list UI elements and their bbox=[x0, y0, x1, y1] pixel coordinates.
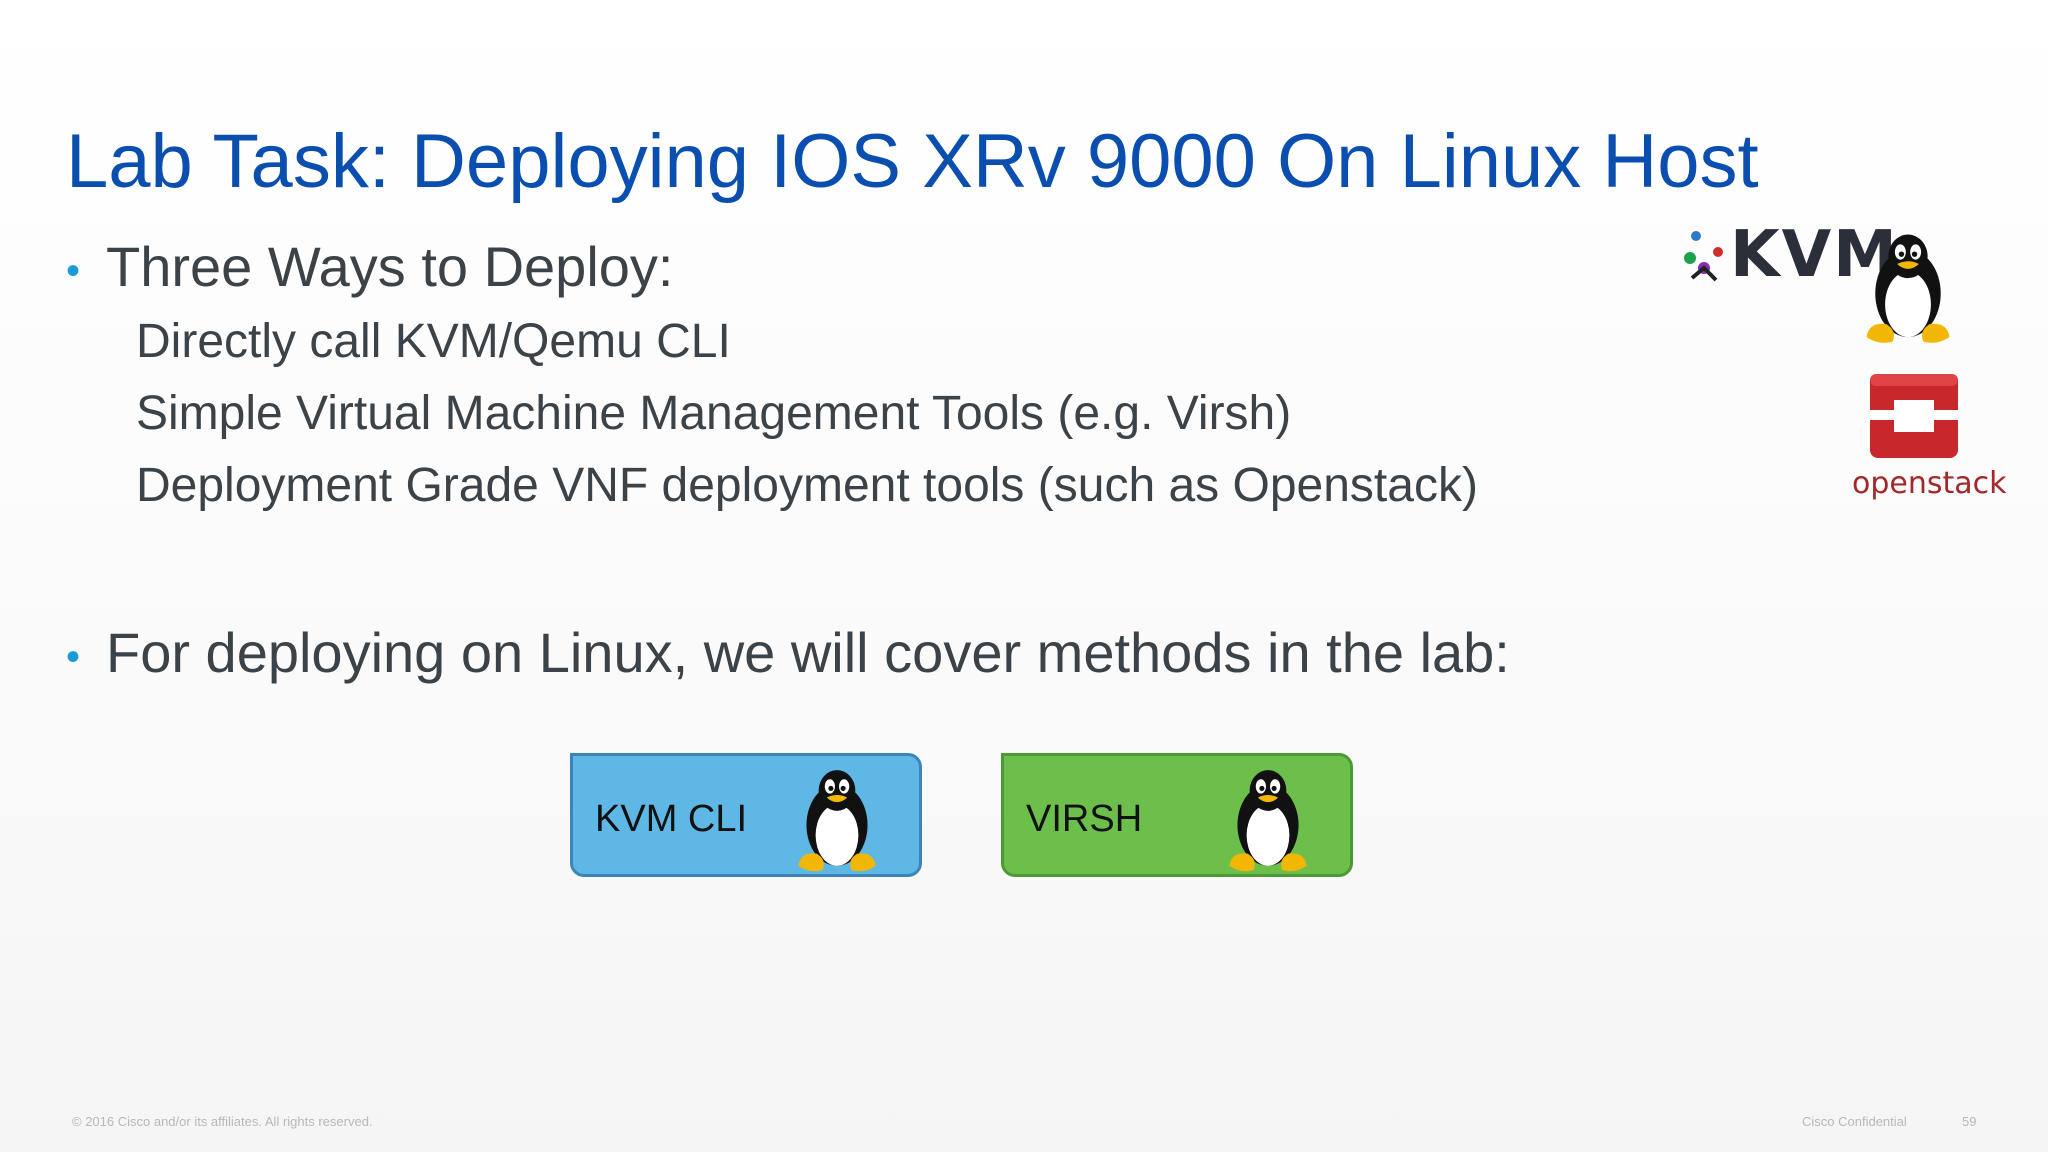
bullet-text: For deploying on Linux, we will cover me… bbox=[106, 621, 1510, 684]
subitem-openstack: Deployment Grade VNF deployment tools (s… bbox=[136, 459, 1478, 512]
method-box-virsh: VIRSH bbox=[1001, 753, 1353, 877]
bullet-item-lab-methods: • For deploying on Linux, we will cover m… bbox=[66, 620, 1510, 685]
bullet-item-ways: • Three Ways to Deploy: bbox=[66, 234, 673, 299]
slide-title: Lab Task: Deploying IOS XRv 9000 On Linu… bbox=[66, 119, 1759, 204]
bullet-dot: • bbox=[66, 248, 81, 293]
subitem-virsh: Simple Virtual Machine Management Tools … bbox=[136, 387, 1292, 440]
tux-penguin-icon bbox=[1229, 770, 1307, 872]
bullet-text: Three Ways to Deploy: bbox=[106, 235, 674, 298]
tux-penguin-icon bbox=[798, 770, 876, 872]
footer-copyright: © 2016 Cisco and/or its affiliates. All … bbox=[72, 1114, 373, 1129]
method-label: KVM CLI bbox=[595, 798, 748, 840]
method-label: VIRSH bbox=[1026, 798, 1143, 840]
subitem-kvm-qemu: Directly call KVM/Qemu CLI bbox=[136, 315, 731, 368]
footer-confidential: Cisco Confidential bbox=[1802, 1114, 1907, 1129]
kvm-molecule-icon bbox=[1684, 231, 1723, 282]
page-number: 59 bbox=[1962, 1114, 1977, 1129]
openstack-logo-text: openstack bbox=[1852, 466, 2007, 501]
openstack-cube-icon bbox=[1870, 374, 1958, 458]
kvm-logo-text: KVM bbox=[1730, 218, 1899, 292]
tux-penguin-icon bbox=[1866, 234, 1950, 343]
method-box-kvm-cli: KVM CLI bbox=[570, 753, 922, 877]
kvm-logo: KVM bbox=[1682, 218, 1962, 348]
bullet-dot: • bbox=[66, 634, 81, 679]
openstack-logo: openstack bbox=[1850, 370, 2007, 501]
